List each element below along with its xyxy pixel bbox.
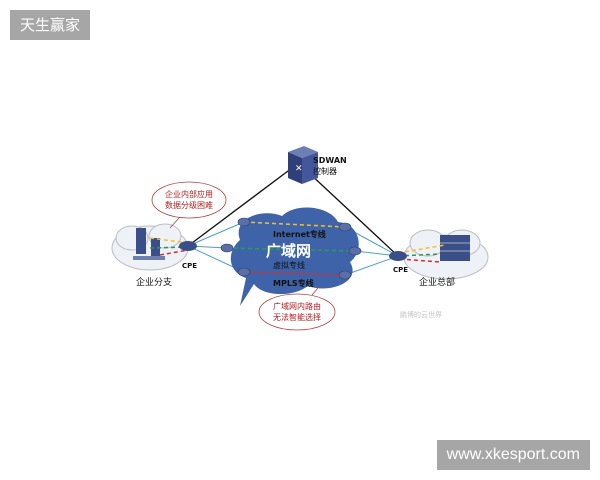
branch-cpe-label: CPE [182,262,197,270]
internet-line-label: Internet专线 [273,229,326,239]
controller-sublabel: 控制器 [313,166,337,176]
sdwan-controller-icon: ✕ [288,146,318,184]
router-icon [338,222,352,232]
top-left-label: 天生赢家 [10,10,91,40]
internet-path-hq [397,244,446,254]
server-icon [151,238,160,256]
hq-cpe-icon [389,251,407,261]
link-branch-controller [187,164,297,247]
link-hq-controller [307,171,399,257]
internet-path-branch [149,237,189,244]
watermark: 鹏博的云世界 [400,310,442,319]
callout-bottom-line1: 广域网内路由 [273,301,321,311]
branch-label: 企业分支 [136,276,172,288]
internet-path [243,221,346,228]
branch-cpe-icon [179,241,197,251]
callout-top-line2: 数据分级困难 [165,200,213,210]
callout-top-line1: 企业内部应用 [165,189,213,199]
site-url-label: www.xkesport.com [436,440,590,470]
mpls-path [243,271,346,276]
controller-label: SDWAN [313,156,347,165]
router-icon [220,243,234,253]
hq-cloud [403,229,489,280]
virtual-line-label: 虚拟专线 [273,260,305,270]
callout-top: 企业内部应用 数据分级困难 [151,181,227,229]
callout-bottom-line2: 无法智能选择 [273,312,321,322]
router-icon [348,246,362,256]
router-icon [237,217,251,227]
router-icons [220,217,362,280]
virtual-path [226,247,356,252]
datacenter-icon [440,235,470,261]
mpls-line-label: MPLS专线 [273,278,314,288]
mpls-path-branch [159,249,189,256]
wan-title: 广域网 [266,242,311,260]
hq-label: 企业总部 [419,276,455,288]
wan-cloud [230,207,359,306]
server-icon [136,228,146,254]
router-icon [338,270,352,280]
hq-cpe-label: CPE [393,266,408,274]
router-icon [237,267,251,277]
callout-bottom: 广域网内路由 无法智能选择 [258,287,336,331]
branch-cloud [111,223,189,271]
svg-text:✕: ✕ [295,164,303,174]
